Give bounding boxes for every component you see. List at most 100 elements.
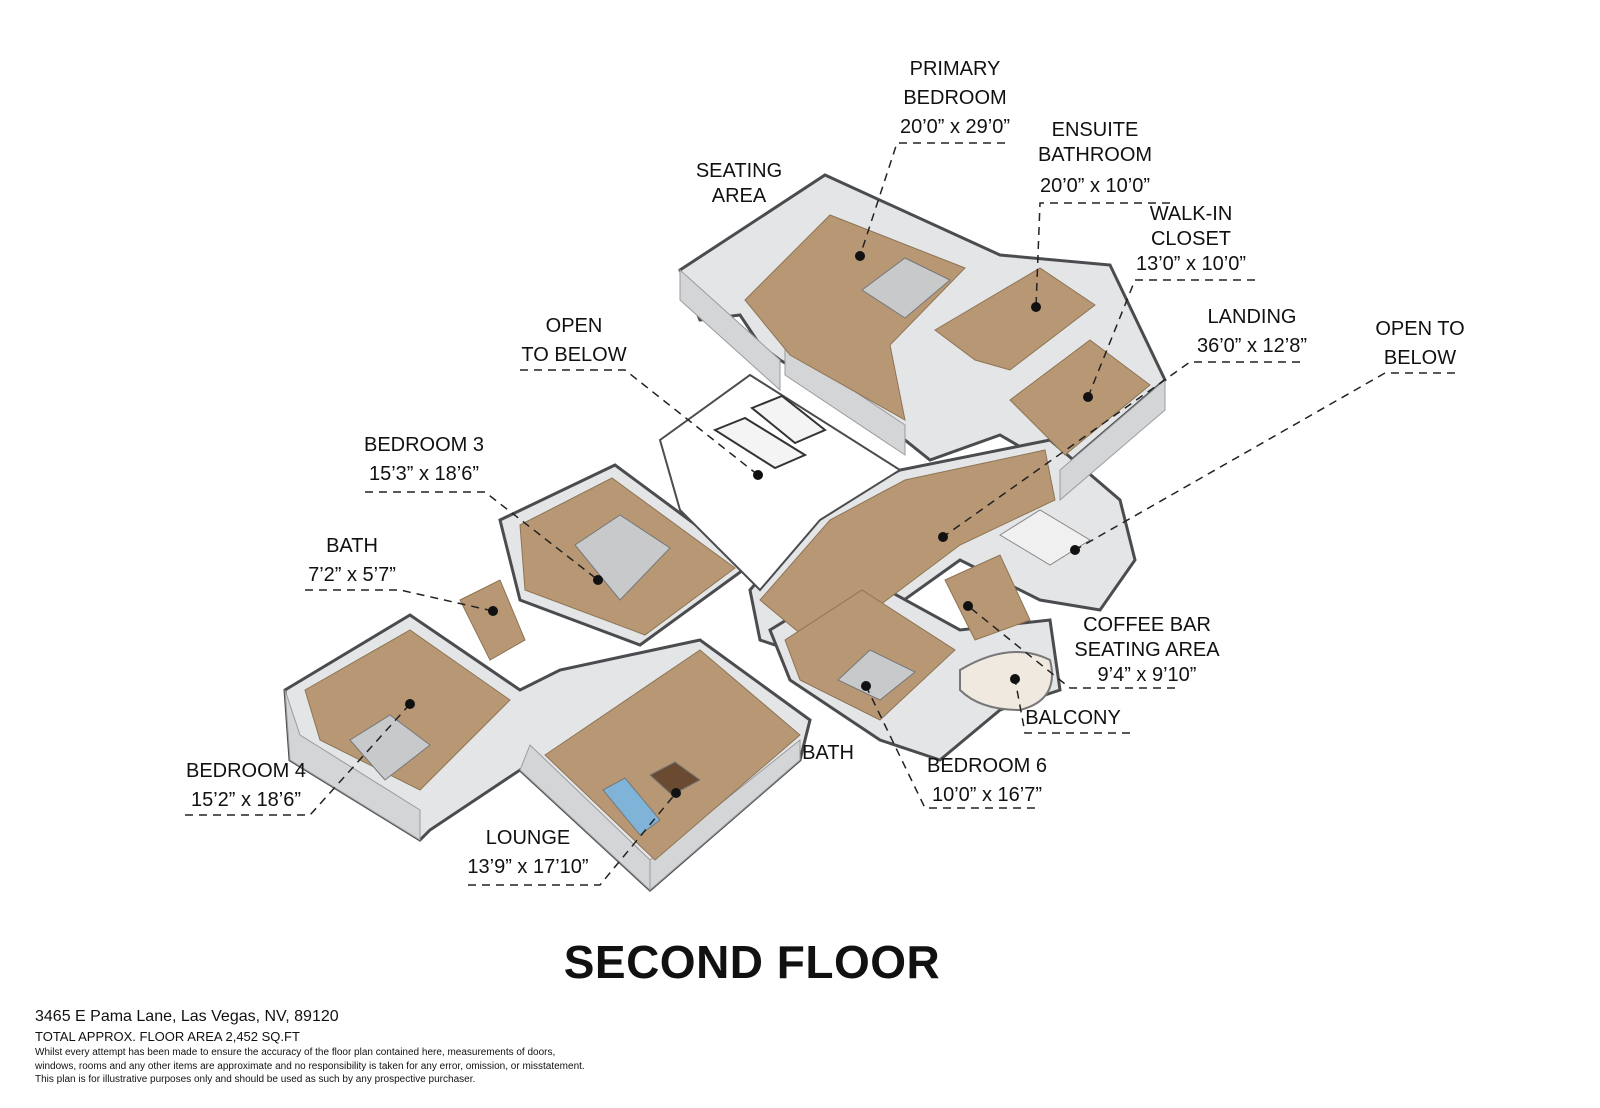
label-open-to-below-right: OPEN TO BELOW bbox=[1375, 315, 1464, 373]
leader-bedroom-4 bbox=[185, 703, 411, 816]
floors bbox=[304, 214, 1151, 861]
room-dims: 36’0” x 12’8” bbox=[1196, 335, 1308, 357]
wall-face bbox=[784, 344, 906, 456]
room-name: OPEN TO bbox=[1375, 318, 1465, 340]
room-name: COFFEE BAR bbox=[1083, 614, 1211, 636]
floor-lounge bbox=[544, 649, 801, 861]
leader-open-left bbox=[520, 369, 759, 476]
wall-faces bbox=[284, 268, 1166, 892]
disclaimer-line: windows, rooms and any other items are a… bbox=[35, 1060, 585, 1072]
room-name: AREA bbox=[711, 185, 767, 207]
label-open-to-below-left: OPEN TO BELOW bbox=[521, 312, 626, 370]
label-walk-in-closet: WALK-IN CLOSET 13’0” x 10’0” bbox=[1136, 200, 1246, 279]
leader-balcony bbox=[1014, 678, 1130, 734]
label-lounge: LOUNGE 13’9” x 17’10” bbox=[467, 824, 588, 882]
label-bedroom-6: BEDROOM 6 10’0” x 16’7” bbox=[927, 752, 1047, 810]
room-name: TO BELOW bbox=[521, 344, 627, 366]
room-name: WALK-IN bbox=[1149, 203, 1233, 225]
marker-dot bbox=[753, 470, 763, 480]
room-name: LOUNGE bbox=[485, 827, 571, 849]
label-primary-bedroom: PRIMARY BEDROOM 20’0” x 29’0” bbox=[900, 55, 1010, 142]
leader-bedroom-6 bbox=[865, 685, 1035, 809]
disclaimer-line: This plan is for illustrative purposes o… bbox=[35, 1074, 476, 1085]
label-landing: LANDING 36’0” x 12’8” bbox=[1197, 303, 1307, 361]
marker-dot bbox=[963, 601, 973, 611]
room-name: CLOSET bbox=[1150, 228, 1232, 250]
stairs bbox=[999, 509, 1091, 566]
room-name: LANDING bbox=[1207, 306, 1297, 328]
bed-icon bbox=[574, 514, 671, 601]
floor-bedroom-4 bbox=[304, 629, 511, 791]
marker-dot bbox=[855, 251, 865, 261]
room-name: BELOW bbox=[1383, 347, 1457, 369]
wall-face bbox=[649, 738, 801, 892]
wall-face bbox=[1059, 378, 1166, 502]
room-markers bbox=[405, 251, 1093, 798]
leader-lounge bbox=[468, 792, 677, 886]
room-name: BEDROOM 6 bbox=[926, 755, 1048, 777]
disclaimer-line: Whilst every attempt has been made to en… bbox=[35, 1047, 556, 1058]
address: 3465 E Pama Lane, Las Vegas, NV, 89120 bbox=[35, 1008, 339, 1025]
marker-dot bbox=[405, 699, 415, 709]
room-name: SEATING AREA bbox=[1074, 639, 1220, 661]
room-name: BALCONY bbox=[1025, 707, 1121, 729]
marker-dot bbox=[1010, 674, 1020, 684]
room-name: BEDROOM 3 bbox=[363, 434, 485, 456]
marker-dot bbox=[593, 575, 603, 585]
skylight bbox=[750, 394, 827, 445]
label-coffee-bar: COFFEE BAR SEATING AREA 9’4” x 9’10” bbox=[1074, 611, 1219, 690]
leader-primary-bedroom bbox=[859, 142, 1005, 257]
room-name: ENSUITE bbox=[1051, 119, 1139, 141]
room-name: BEDROOM 4 bbox=[185, 760, 307, 782]
room-dims: 20’0” x 29’0” bbox=[899, 116, 1011, 138]
skylight bbox=[712, 416, 808, 470]
wall-face bbox=[284, 689, 421, 841]
label-bath-2: BATH bbox=[802, 739, 854, 768]
disclaimer: Whilst every attempt has been made to en… bbox=[35, 1046, 585, 1087]
bed-icon bbox=[861, 257, 951, 319]
floor-title: SECOND FLOOR bbox=[563, 936, 941, 988]
room-name: BATH bbox=[802, 742, 854, 764]
marker-dot bbox=[1070, 545, 1080, 555]
label-bath: BATH 7’2” x 5’7” bbox=[308, 532, 396, 590]
room-dims: 13’0” x 10’0” bbox=[1135, 253, 1247, 275]
marker-dot bbox=[671, 788, 681, 798]
label-balcony: BALCONY bbox=[1025, 704, 1121, 733]
room-name: PRIMARY bbox=[909, 58, 1001, 80]
leader-bedroom-3 bbox=[365, 491, 599, 581]
balcony-arc bbox=[959, 651, 1053, 712]
leader-closet bbox=[1087, 279, 1255, 398]
room-name: BATH bbox=[326, 535, 378, 557]
room-dims: 15’3” x 18’6” bbox=[368, 463, 480, 485]
room-name: BATHROOM bbox=[1037, 144, 1153, 166]
room-dims: 9’4” x 9’10” bbox=[1097, 664, 1197, 686]
table-icon bbox=[649, 761, 701, 796]
bed-icon bbox=[837, 649, 916, 701]
sofa-icon bbox=[602, 777, 661, 836]
marker-dot bbox=[1083, 392, 1093, 402]
room-dims: 7’2” x 5’7” bbox=[308, 564, 396, 586]
leader-bath bbox=[305, 589, 494, 612]
room-dims: 20’0” x 10’0” bbox=[1039, 175, 1151, 197]
skylights bbox=[712, 394, 827, 470]
label-seating-area: SEATING AREA bbox=[696, 157, 782, 211]
room-dims: 15’2” x 18’6” bbox=[190, 789, 302, 811]
marker-dot bbox=[488, 606, 498, 616]
leader-open-right bbox=[1074, 372, 1455, 551]
leader-lines bbox=[185, 142, 1455, 886]
floor-closet bbox=[1009, 339, 1151, 456]
room-name: OPEN bbox=[545, 315, 603, 337]
marker-dot bbox=[861, 681, 871, 691]
room-dims: 13’9” x 17’10” bbox=[467, 856, 589, 878]
floor-ensuite bbox=[934, 267, 1096, 371]
furniture bbox=[349, 257, 951, 836]
label-bedroom-3: BEDROOM 3 15’3” x 18’6” bbox=[364, 431, 484, 489]
leader-landing bbox=[942, 361, 1300, 538]
total-area: TOTAL APPROX. FLOOR AREA 2,452 SQ.FT bbox=[35, 1029, 300, 1044]
bed-icon bbox=[349, 714, 431, 781]
label-ensuite-bathroom: ENSUITE BATHROOM 20’0” x 10’0” bbox=[1038, 116, 1152, 201]
label-bedroom-4: BEDROOM 4 15’2” x 18’6” bbox=[186, 757, 306, 815]
floor-coffee-bar bbox=[944, 554, 1031, 641]
marker-dot bbox=[1031, 302, 1041, 312]
